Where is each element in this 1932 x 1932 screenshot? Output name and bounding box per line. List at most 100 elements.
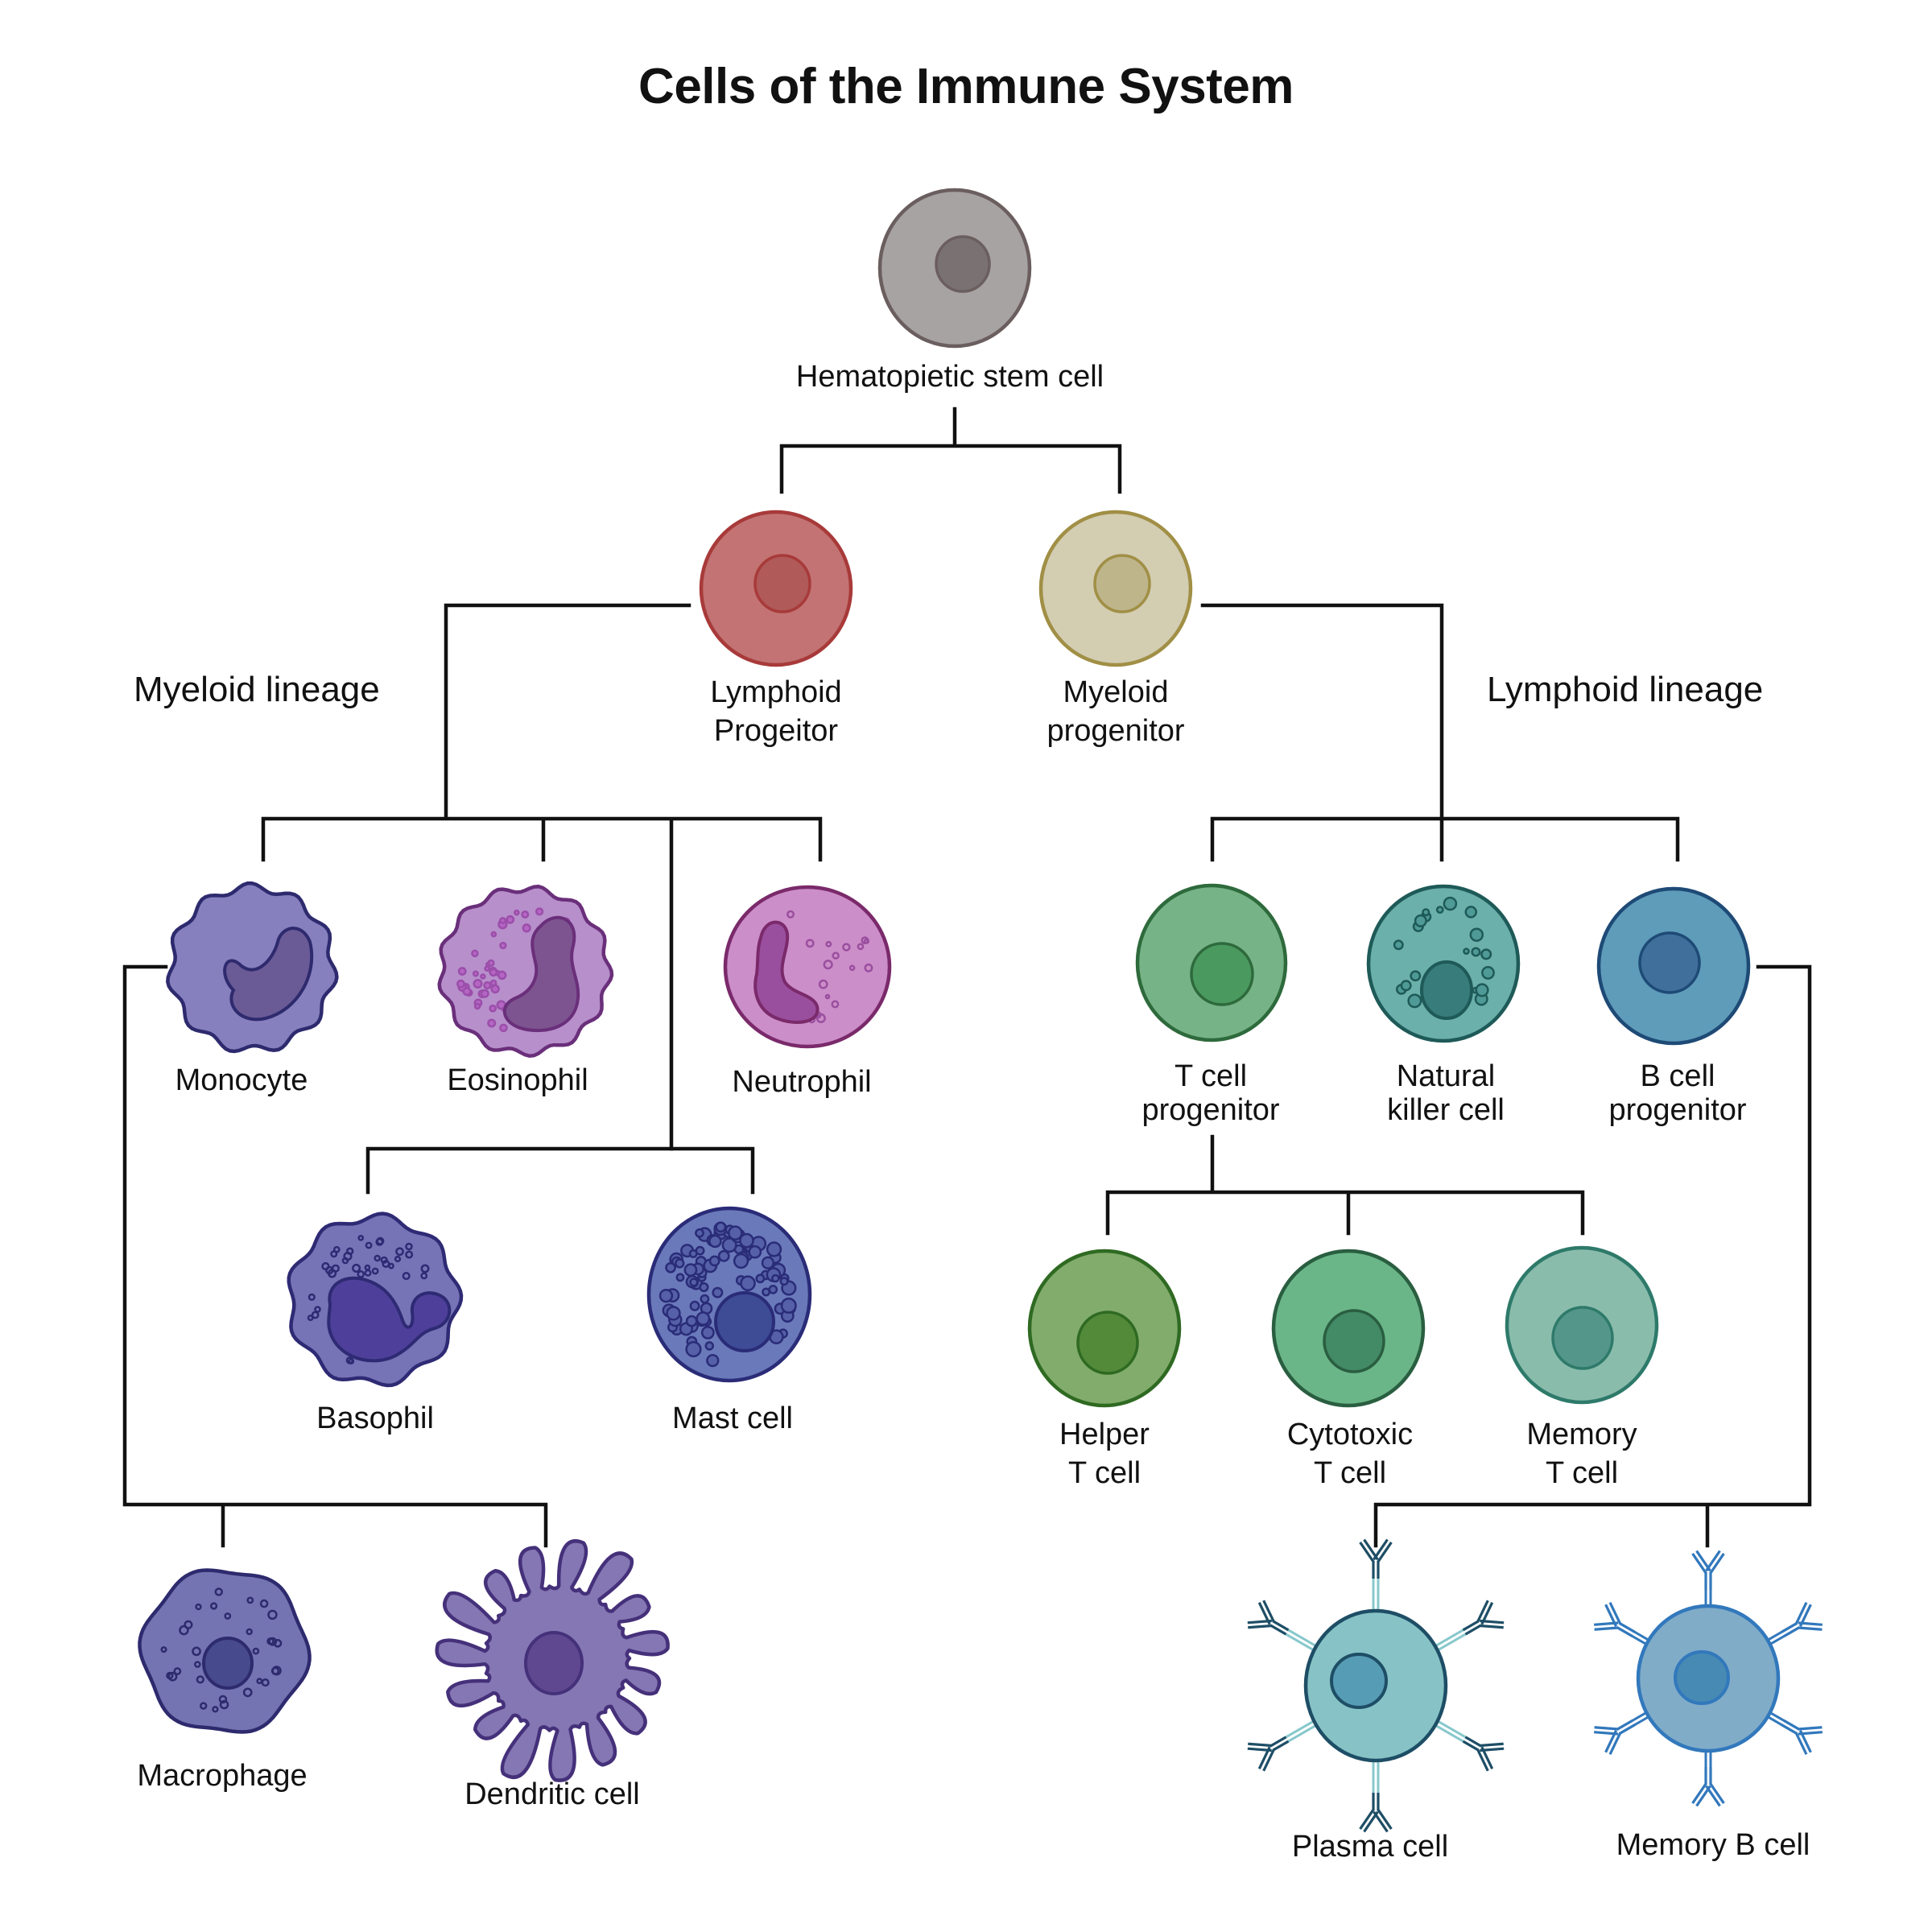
granule [348, 1358, 355, 1364]
hsc-cell [877, 188, 1032, 349]
granule [748, 1245, 762, 1259]
cell-nucleus [1674, 1650, 1730, 1705]
granule [728, 1225, 743, 1241]
granule [256, 1678, 263, 1685]
granule [497, 970, 507, 980]
granule [224, 1612, 232, 1620]
granule [1414, 914, 1427, 927]
granule [499, 917, 506, 924]
granule [160, 1646, 167, 1653]
granule [786, 910, 795, 919]
label-line2: Progeitor [713, 714, 839, 748]
granule [405, 1242, 413, 1251]
antibody-arm [1794, 1601, 1808, 1625]
granule [218, 1695, 228, 1704]
label-line1: T cell [1174, 1059, 1248, 1093]
mast-cell [646, 1206, 812, 1383]
granule [780, 1297, 797, 1314]
label-line1: Memory [1526, 1418, 1637, 1451]
granule [456, 979, 465, 989]
granule [522, 923, 531, 933]
antibody-arm [1262, 1748, 1276, 1772]
granule [818, 979, 828, 989]
label-line1: Helper [1059, 1418, 1150, 1451]
macrophage-cell [138, 1568, 312, 1734]
granule [330, 1250, 338, 1258]
antibody-hinge [1616, 1626, 1633, 1637]
granule [473, 978, 483, 989]
antibody-hinge [1269, 1736, 1287, 1748]
granule [740, 1275, 756, 1291]
cell-membrane [166, 881, 339, 1054]
granule [1400, 980, 1412, 992]
label-line2: T cell [1545, 1456, 1619, 1490]
granule [832, 952, 840, 960]
granule [179, 1624, 189, 1636]
antibody-arm [1257, 1602, 1271, 1625]
antibody-hinge [1462, 1740, 1480, 1752]
granule [273, 1639, 283, 1648]
granule [1407, 993, 1422, 1009]
granule [371, 1267, 379, 1275]
granule [380, 1256, 388, 1264]
granule [487, 959, 495, 968]
antibody-hinge [1269, 1624, 1287, 1636]
neutrophil-cell [723, 885, 892, 1049]
granule [483, 980, 492, 990]
granule [489, 1004, 497, 1013]
granule [266, 1637, 275, 1645]
connector-myeloid [261, 603, 823, 1151]
label-line1: Myeloid [1063, 675, 1169, 709]
antibody-arm [1476, 1600, 1489, 1623]
granule [823, 960, 833, 970]
helper-t-cell-label: Helper T cell [1059, 1415, 1150, 1492]
cell-nucleus [1551, 1306, 1614, 1370]
connector-hsc [779, 407, 1122, 494]
label-line1: Cytotoxic [1286, 1418, 1414, 1451]
plasma-cell-label: Plasma cell [1291, 1830, 1449, 1864]
granule [219, 1699, 229, 1710]
granule [733, 1253, 749, 1269]
granule [689, 1278, 699, 1287]
memory-t-cell-label: Memory T cell [1526, 1415, 1637, 1492]
granule [766, 1241, 782, 1257]
antibody-hinge [1616, 1719, 1633, 1731]
granule [194, 1661, 201, 1668]
antibody-arm [1705, 1550, 1721, 1572]
antibody-hinge [1462, 1620, 1480, 1632]
cell-nucleus [1076, 1311, 1139, 1375]
eosinophil-cell [437, 884, 614, 1058]
label-line2: progenitor [1141, 1093, 1280, 1127]
cell-nucleus [524, 1631, 584, 1695]
basophil-cell [287, 1212, 464, 1388]
granule [307, 1315, 314, 1322]
antibody-arm [1359, 1808, 1375, 1830]
granule [771, 1274, 780, 1283]
granule [695, 1228, 704, 1238]
granule [824, 993, 831, 1000]
antibody-hinge [1618, 1724, 1636, 1735]
eosinophil-label: Eosinophil [447, 1063, 588, 1097]
antibody-arm [1594, 1626, 1619, 1631]
granule [712, 1286, 724, 1298]
antibody-arm [1794, 1732, 1808, 1756]
memory-t-cell [1505, 1245, 1659, 1405]
myeloid-lineage-label: Myeloid lineage [134, 670, 380, 709]
label-line2: T cell [1067, 1456, 1141, 1490]
antibody-arm [1480, 1619, 1505, 1624]
granule [311, 1311, 320, 1319]
granule [675, 1258, 685, 1269]
natural-killer-cell [1366, 884, 1521, 1043]
granule [717, 1249, 730, 1262]
granule [1464, 906, 1478, 919]
granule [805, 939, 815, 948]
granule [704, 1341, 715, 1351]
antibody-arm [1262, 1600, 1276, 1623]
cell-nucleus [753, 554, 811, 613]
label-line2: progenitor [1608, 1093, 1747, 1127]
antibody-arm [1247, 1747, 1272, 1752]
granule [761, 1256, 775, 1269]
granule [1469, 927, 1484, 942]
